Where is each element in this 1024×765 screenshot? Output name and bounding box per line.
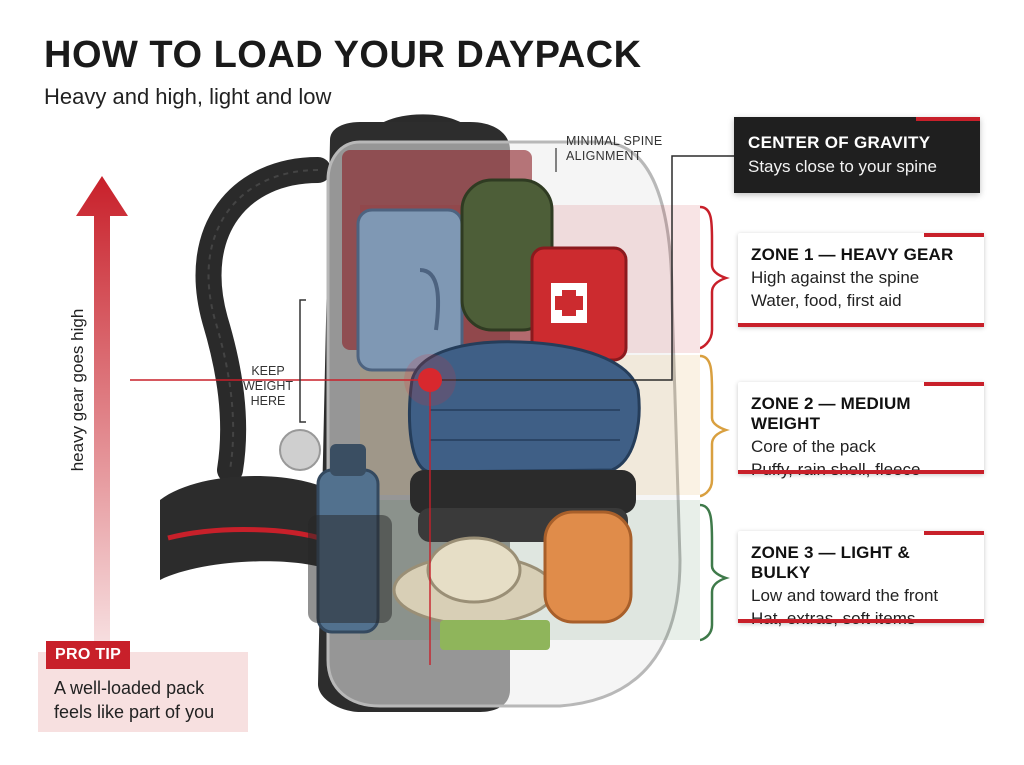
water-bottle	[316, 468, 380, 634]
zone3-tint	[360, 500, 700, 640]
zone3-title: ZONE 3 — LIGHT & BULKY	[751, 543, 911, 582]
zone1-line2: Water, food, first aid	[751, 291, 902, 310]
zone3-line1: Low and toward the front	[751, 586, 939, 605]
shoulder-strap	[195, 157, 331, 483]
heavy-gear-label: heavy gear goes high	[68, 308, 87, 472]
puffy-jacket	[407, 340, 641, 474]
cog-text: Stays close to your spine	[748, 157, 937, 176]
rain-shell	[410, 470, 636, 514]
snack-packet	[440, 620, 550, 650]
zone1-tint	[360, 205, 700, 353]
fleece	[418, 508, 628, 542]
hydration-bladder	[356, 208, 464, 372]
cog-title: CENTER OF GRAVITY	[748, 133, 931, 152]
zone2-title: ZONE 2 — MEDIUM WEIGHT	[751, 394, 911, 433]
zone1-line1: High against the spine	[751, 268, 920, 287]
zone3-callout: ZONE 3 — LIGHT & BULKY Low and toward th…	[738, 531, 984, 628]
zone3-line2: Hat, extras, soft items	[751, 609, 916, 628]
pro-tip-text: A well-loaded pack feels like part of yo…	[54, 678, 215, 722]
first-aid-kit	[530, 246, 628, 362]
page-title: HOW TO LOAD YOUR DAYPACK	[44, 34, 642, 76]
zone1-callout: ZONE 1 — HEAVY GEAR High against the spi…	[738, 233, 984, 327]
pack-body	[326, 140, 682, 708]
zone2-line2: Puffy, rain shell, fleece	[751, 460, 921, 479]
heavy-gear-arrow-icon	[76, 176, 128, 696]
zone1-title: ZONE 1 — HEAVY GEAR	[751, 245, 954, 264]
haul-handle	[356, 114, 484, 166]
sun-hat	[392, 554, 556, 626]
pro-tip-badge: PRO TIP	[46, 641, 131, 669]
zone2-tint	[360, 355, 700, 495]
zone2-callout: ZONE 2 — MEDIUM WEIGHT Core of the pack …	[738, 382, 984, 479]
hip-belt	[160, 476, 330, 580]
page-subtitle: Heavy and high, light and low	[44, 84, 332, 109]
zone2-line1: Core of the pack	[751, 437, 876, 456]
keep-weight-note: KEEP WEIGHT HERE	[243, 364, 293, 408]
center-of-gravity-dot	[418, 368, 442, 392]
stuff-sack	[460, 178, 554, 332]
spine-alignment-note: MINIMAL SPINE ALIGNMENT	[566, 134, 663, 163]
pro-tip-box: PRO TIP A well-loaded pack feels like pa…	[38, 641, 248, 732]
back-panel	[318, 122, 510, 712]
center-of-gravity-glow	[404, 354, 456, 406]
center-of-gravity-box: CENTER OF GRAVITY Stays close to your sp…	[734, 117, 980, 193]
soft-item-bag	[543, 510, 633, 624]
